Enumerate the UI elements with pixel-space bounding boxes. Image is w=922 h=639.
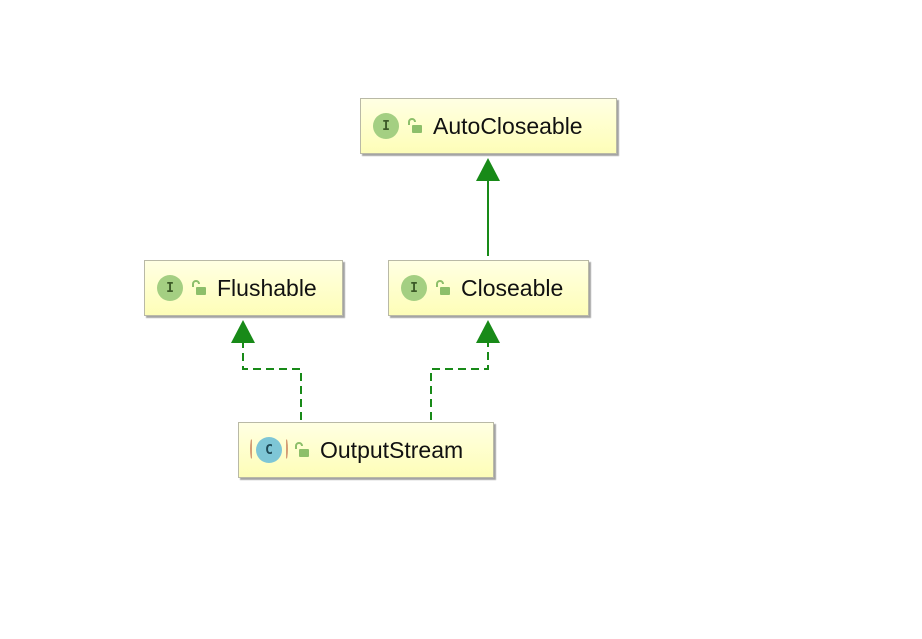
- class-icon: C: [250, 437, 288, 463]
- arrowhead-closeable: [476, 320, 500, 343]
- arrowhead-flushable: [231, 320, 255, 343]
- interface-icon: I: [401, 275, 427, 301]
- interface-icon: I: [373, 113, 399, 139]
- node-label: AutoCloseable: [433, 112, 583, 139]
- unlocked-public-icon: [436, 280, 450, 295]
- edge-closeable-to-autocloseable: [476, 158, 500, 256]
- edge-outputstream-to-closeable: [430, 320, 500, 420]
- node-autocloseable[interactable]: I AutoCloseable: [360, 98, 617, 154]
- interface-icon: I: [157, 275, 183, 301]
- node-closeable[interactable]: I Closeable: [388, 260, 589, 316]
- unlocked-public-icon: [295, 442, 309, 457]
- node-label: OutputStream: [320, 436, 464, 463]
- node-label: Closeable: [461, 274, 564, 301]
- unlocked-public-icon: [192, 280, 206, 295]
- unlocked-public-icon: [408, 118, 422, 133]
- node-flushable[interactable]: I Flushable: [144, 260, 343, 316]
- edge-outputstream-to-flushable: [231, 320, 302, 420]
- node-outputstream[interactable]: C OutputStream: [238, 422, 494, 478]
- arrowhead-autocloseable: [476, 158, 500, 181]
- node-label: Flushable: [217, 274, 317, 301]
